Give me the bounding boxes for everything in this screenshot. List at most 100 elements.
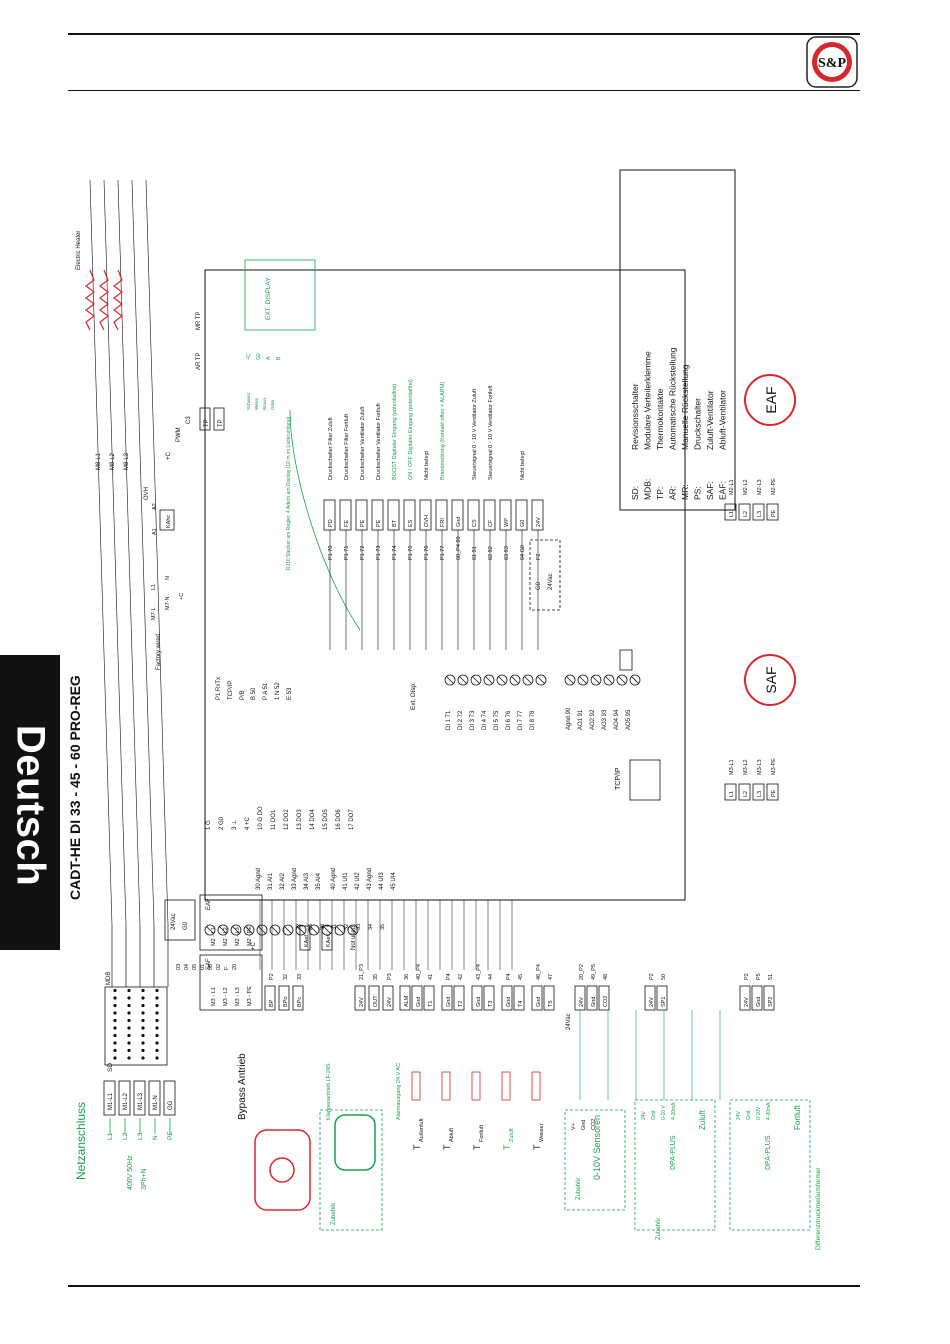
header-rule-bottom bbox=[68, 90, 860, 91]
terminal-slot bbox=[605, 676, 613, 684]
input-terminal-label-12: G0 bbox=[520, 520, 526, 527]
ctrl-bus-label-0: B 50 bbox=[251, 687, 257, 700]
temp-sensor-sub-4: Wasser bbox=[539, 1123, 545, 1142]
mains-terminal-box bbox=[163, 1080, 176, 1116]
ctrl-ext-disp: Ext. Disp. bbox=[410, 682, 417, 710]
footer-rule bbox=[68, 1285, 860, 1287]
ctrl-ao-2: AO2 92 bbox=[590, 709, 596, 730]
damper-box bbox=[319, 1109, 383, 1231]
input-terminal-box bbox=[419, 499, 432, 531]
ctrl-di-0: DI 1 71 bbox=[446, 710, 452, 730]
left-num-7: 20 bbox=[232, 964, 238, 970]
dpa-box bbox=[729, 1099, 811, 1231]
temp-sensor-4: T bbox=[532, 1144, 542, 1150]
fan-term-box bbox=[724, 783, 737, 801]
temp-term-1-1: T2 bbox=[458, 1001, 464, 1007]
do-terminal-0 bbox=[204, 924, 216, 936]
sensor-pin-0: V+ bbox=[571, 1123, 577, 1130]
motor-block-name-1: EAF bbox=[206, 898, 212, 910]
terminal-slot bbox=[206, 926, 214, 934]
temp-term-1-0: Gnd bbox=[446, 997, 452, 1007]
ctrl-di-5: DI 6 76 bbox=[506, 710, 512, 730]
input-terminal-box bbox=[387, 499, 400, 531]
supply-24-box bbox=[529, 539, 561, 611]
ext-display-body bbox=[244, 259, 316, 331]
mdb-dot bbox=[141, 1003, 145, 1008]
legend-abbr-3: AR: bbox=[668, 486, 678, 500]
temp-num-4-1: 47 bbox=[548, 974, 554, 980]
mdb-dot bbox=[127, 1018, 131, 1023]
temp-sensor-1: T bbox=[442, 1144, 452, 1150]
ctrl-ai-0: 30 Agnd bbox=[256, 868, 262, 890]
mdb-dot bbox=[155, 1011, 159, 1015]
ctrl-ai-2: 32 AI2 bbox=[280, 872, 286, 890]
mdb-dot bbox=[127, 1041, 131, 1045]
motor-block-name-0: SAF bbox=[206, 958, 212, 970]
mdb-dot bbox=[113, 1033, 117, 1038]
damper-num-0: 21_P3 bbox=[359, 964, 365, 980]
ctrl-ai-5: 35 AI4 bbox=[316, 872, 322, 890]
mains-title: Netzanschluss bbox=[74, 1102, 88, 1180]
mains-voltage: 400V 50Hz bbox=[127, 1155, 134, 1190]
sensor-title: 0-10V Sensoren bbox=[592, 1115, 602, 1180]
temp-resistor bbox=[531, 1071, 541, 1101]
mains-terminal-box bbox=[148, 1080, 161, 1116]
dpa-term-1-0: 24V bbox=[744, 997, 750, 1007]
bypass-title: Bypass Antrieb bbox=[237, 1053, 248, 1120]
mdb-dot bbox=[127, 1026, 131, 1030]
thermostat-label-0: AR TP bbox=[196, 352, 202, 370]
mains-terminal-box bbox=[133, 1080, 146, 1116]
input-terminal-label-11: WP bbox=[504, 518, 510, 527]
ctrl-ui-5: 45 UI4 bbox=[391, 872, 397, 890]
sensor-box bbox=[564, 1109, 626, 1211]
sensor-pin-1: Gnd bbox=[581, 1120, 587, 1130]
mdb-dot bbox=[155, 1018, 159, 1023]
damper-term-1: OUT bbox=[373, 995, 379, 1007]
fan-term-0-2: L3 bbox=[757, 791, 763, 797]
input-terminal-label-9: CS bbox=[472, 519, 478, 527]
fan-term-box bbox=[738, 503, 751, 521]
dpa-num-0-1: 50 bbox=[661, 974, 667, 980]
di-terminal-3 bbox=[483, 674, 495, 686]
mdb-dot bbox=[155, 988, 159, 993]
ao-terminal-3 bbox=[603, 674, 615, 686]
mdb-dot bbox=[127, 988, 131, 993]
dpa-num-1-2: 51 bbox=[768, 974, 774, 980]
temp-term-4-1: T5 bbox=[548, 1001, 554, 1007]
terminal-slot bbox=[245, 926, 253, 934]
temp-sensor-0: T bbox=[412, 1144, 422, 1150]
temp-term-3-0: Gnd bbox=[506, 997, 512, 1007]
ctrl-do-0: 1 G bbox=[206, 820, 212, 830]
input-terminal-box bbox=[339, 499, 352, 531]
input-terminal-label-5: ES bbox=[408, 519, 414, 527]
bypass-term-1: BPo bbox=[283, 997, 289, 1007]
input-terminal-num-9: 61 91 bbox=[472, 546, 478, 560]
ctrl-ui-0: 40 Agnd bbox=[331, 868, 337, 890]
diagram-title: CADT-HE DI 33 - 45 - 60 PRO-REG bbox=[67, 675, 83, 900]
dpa-flow-0: Zuluft bbox=[698, 1109, 707, 1130]
terminal-slot bbox=[459, 676, 467, 684]
fan-wire-1-2: M2-L3 bbox=[757, 479, 763, 495]
alarm-term bbox=[399, 985, 411, 1011]
temp-sensor-2: T bbox=[472, 1144, 482, 1150]
mdb-dot bbox=[155, 1041, 159, 1045]
fan-term-1-3: PE bbox=[771, 509, 777, 517]
relay-label: KAhc bbox=[166, 515, 172, 528]
kaef-box bbox=[299, 925, 311, 951]
mdb-dot bbox=[155, 1026, 159, 1030]
legend-text-7: Abluft-Ventilator bbox=[718, 390, 728, 450]
legend-box bbox=[619, 169, 736, 511]
ctrl-ui-4: 44 UI3 bbox=[379, 872, 385, 890]
damper-term bbox=[382, 985, 394, 1011]
terminal-slot bbox=[592, 676, 600, 684]
dpa-pin-1-0: 24V bbox=[736, 1110, 742, 1120]
input-terminal-box bbox=[403, 499, 416, 531]
temp-num-0-0: 40_P4 bbox=[416, 964, 422, 980]
mdb-dot bbox=[113, 1056, 117, 1060]
ctrl-bus-label-2: 1 N 52 bbox=[275, 682, 281, 700]
mains-terminal-3: M1-N bbox=[153, 1095, 159, 1110]
input-desc-6: Nicht belegt bbox=[424, 450, 430, 480]
legend-abbr-7: EAF: bbox=[718, 481, 728, 500]
ao-terminal-0 bbox=[564, 674, 576, 686]
di-terminal-2 bbox=[470, 674, 482, 686]
